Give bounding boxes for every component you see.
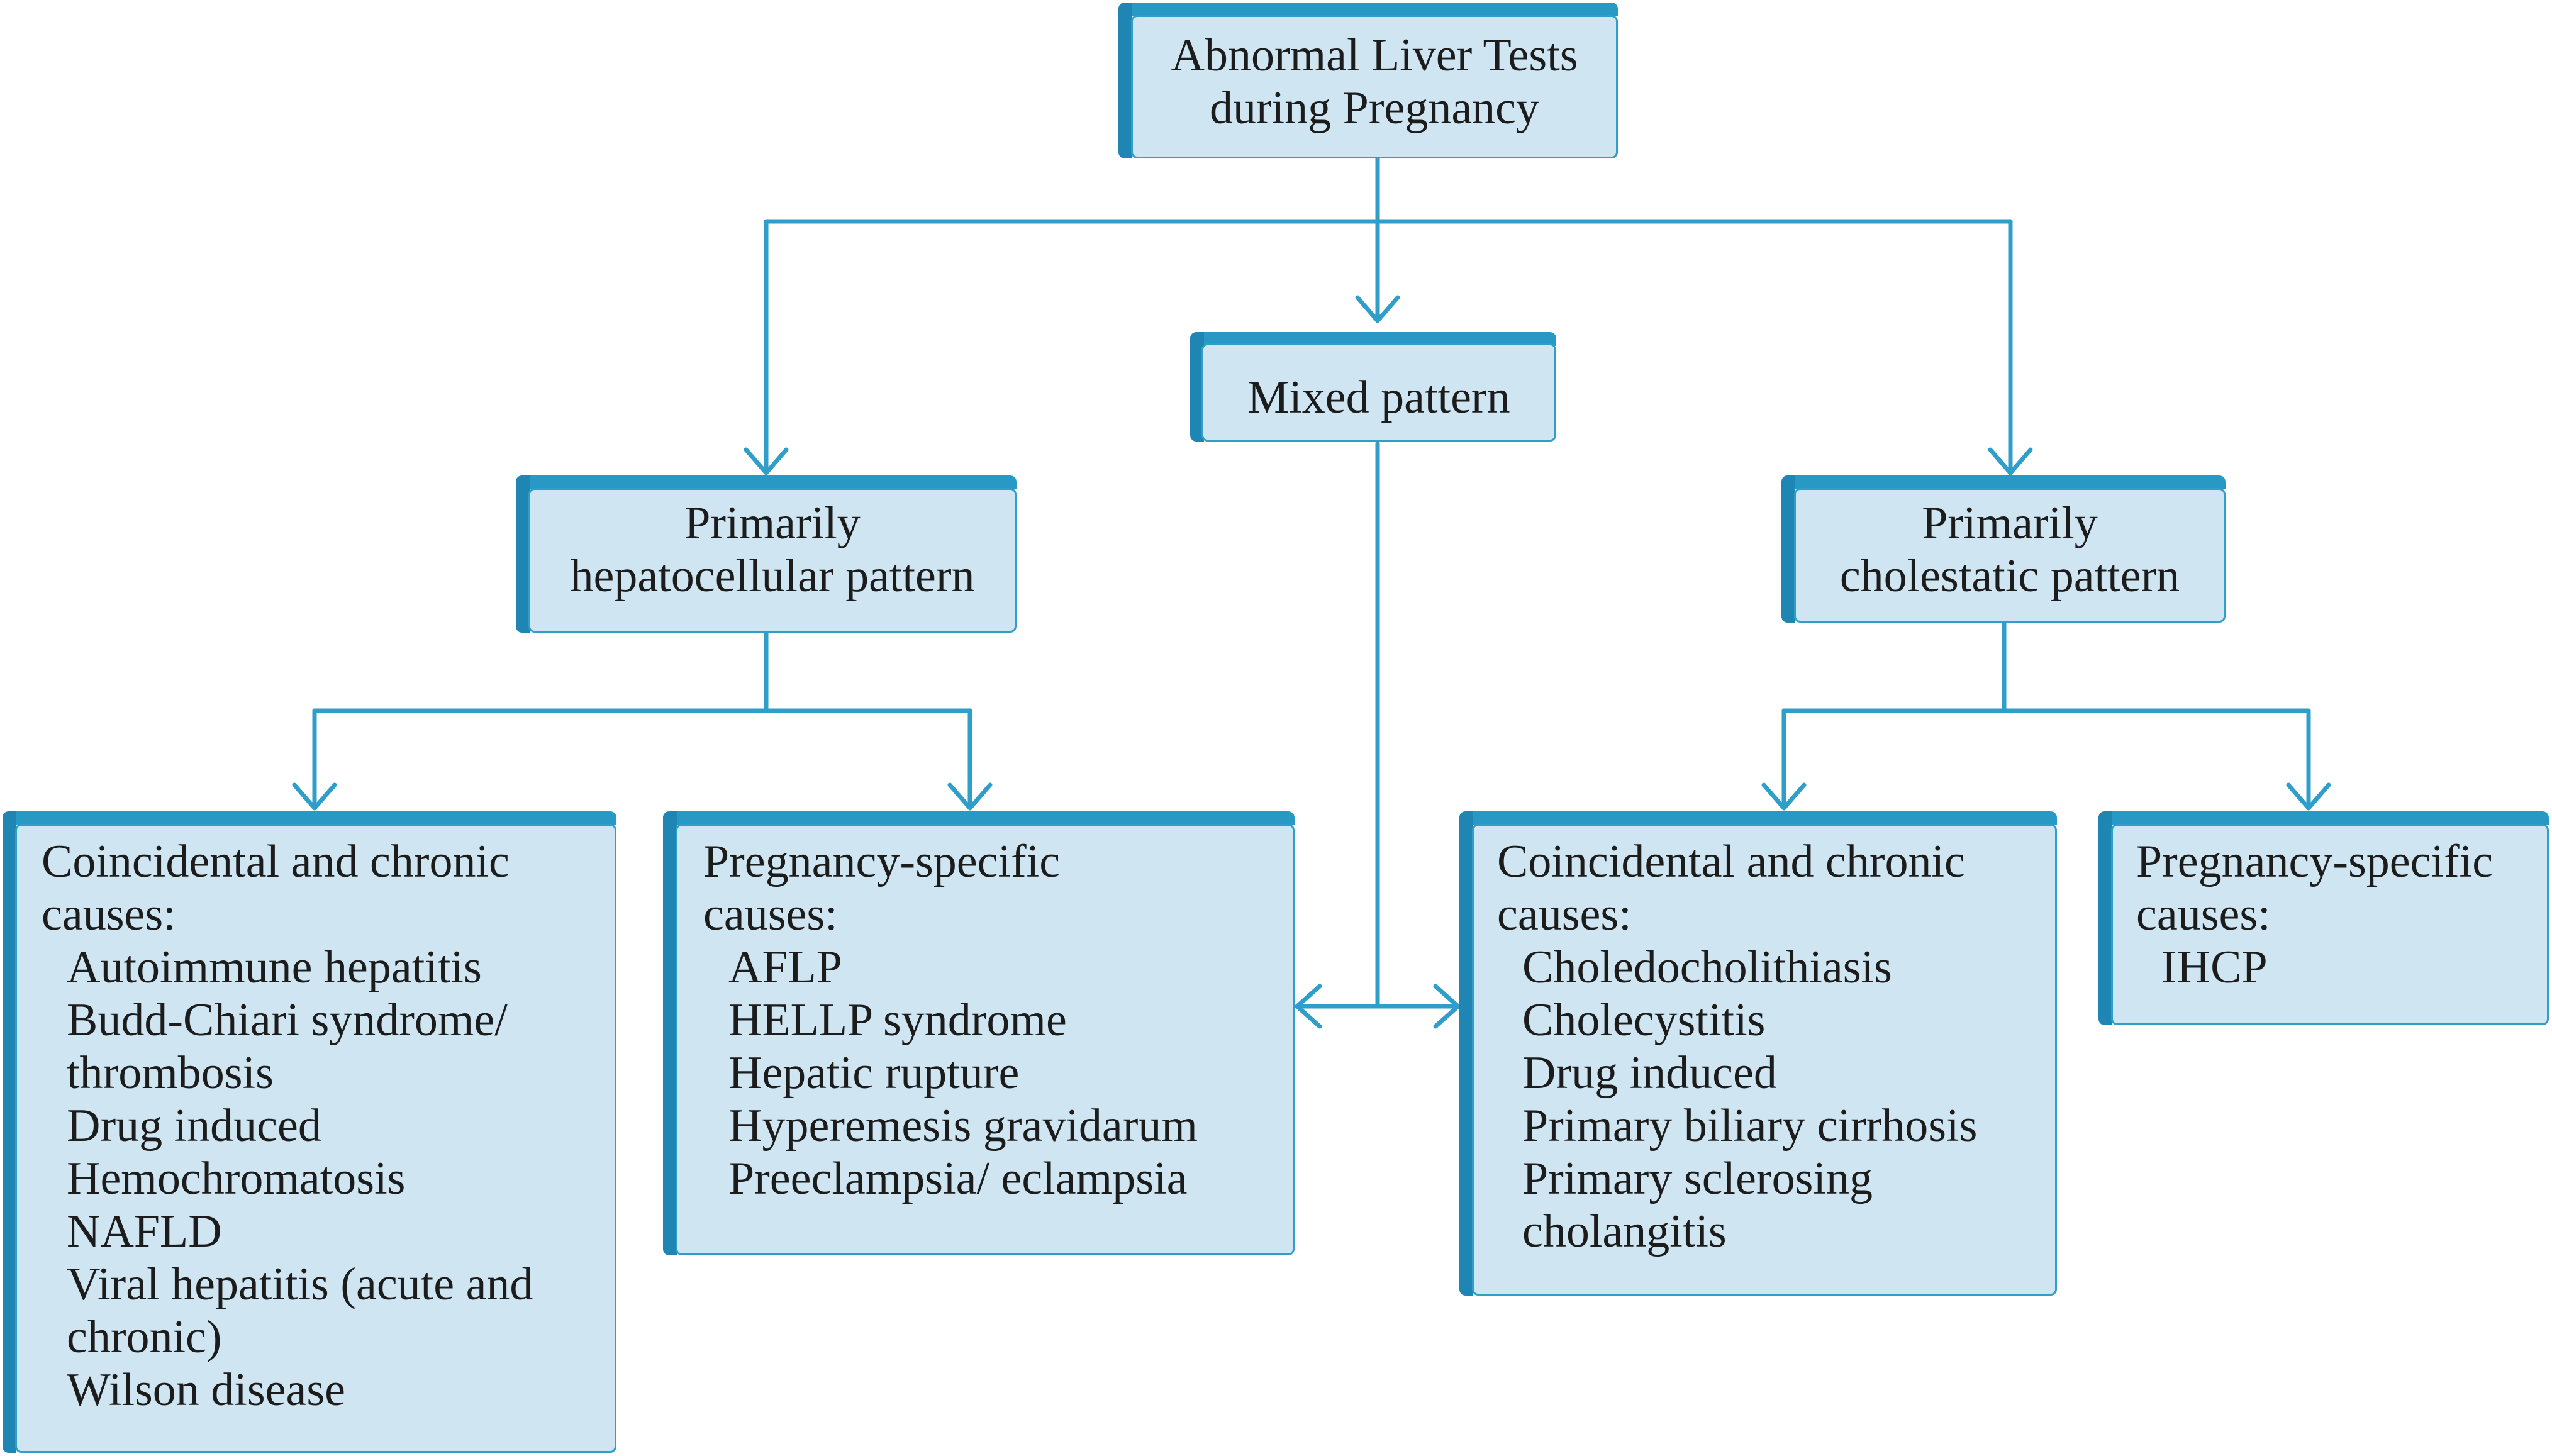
root-box: Abnormal Liver Tests during Pregnancy <box>1118 3 1618 158</box>
list-item: HELLP syndrome <box>728 994 1067 1046</box>
list-item: Wilson disease <box>67 1364 345 1416</box>
chol-chronic-causes-box: Coincidental and chronic causes: Choledo… <box>1459 811 2057 1296</box>
list-item: Hyperemesis gravidarum <box>728 1100 1198 1152</box>
list-item: chronic) <box>67 1311 222 1363</box>
cholestatic-line1: Primarily <box>1922 497 2098 549</box>
mixed-pattern-box: Mixed pattern <box>1190 332 1556 442</box>
list-item: Autoimmune hepatitis <box>67 942 482 993</box>
arrow-mixed-right <box>1433 984 1461 1029</box>
cholestatic-line2: cholestatic pattern <box>1839 550 2180 602</box>
arrow-hep-pregnancy <box>947 782 993 811</box>
chol-pregnancy-causes-box: Pregnancy-specific causes: IHCP <box>2098 811 2549 1025</box>
hep-chronic-heading2: causes: <box>42 889 176 940</box>
arrow-chol-pregnancy <box>2286 782 2331 811</box>
list-item: Viral hepatitis (acute and <box>67 1259 533 1310</box>
list-item: Choledocholithiasis <box>1522 942 1892 993</box>
cholestatic-pattern-box: Primarily cholestatic pattern <box>1781 475 2226 623</box>
root-title-line1: Abnormal Liver Tests <box>1171 30 1578 81</box>
list-item: Drug induced <box>1522 1047 1777 1099</box>
hep-pregnancy-heading1: Pregnancy-specific <box>703 836 1061 887</box>
chol-pregnancy-heading1: Pregnancy-specific <box>2136 836 2493 887</box>
list-item: Cholecystitis <box>1522 994 1766 1046</box>
arrow-cholestatic <box>1988 447 2033 475</box>
chol-chronic-heading2: causes: <box>1497 889 1632 940</box>
list-item: Primary biliary cirrhosis <box>1522 1100 1978 1152</box>
hep-chronic-causes-box: Coincidental and chronic causes: Autoimm… <box>3 811 616 1453</box>
chol-pregnancy-heading2: causes: <box>2136 889 2271 940</box>
arrow-hep-chronic <box>292 782 337 811</box>
arrow-mixed-left <box>1295 984 1322 1029</box>
root-title-line2: during Pregnancy <box>1209 82 1540 134</box>
list-item: Hemochromatosis <box>67 1153 406 1204</box>
list-item: Hepatic rupture <box>728 1047 1020 1099</box>
list-item: thrombosis <box>67 1047 274 1099</box>
list-item: IHCP <box>2161 942 2268 993</box>
hepatocellular-line1: Primarily <box>684 497 861 549</box>
hepatocellular-line2: hepatocellular pattern <box>570 550 975 602</box>
hep-pregnancy-causes-box: Pregnancy-specific causes: AFLP HELLP sy… <box>663 811 1295 1255</box>
list-item: NAFLD <box>67 1206 222 1257</box>
list-item: cholangitis <box>1522 1206 1727 1257</box>
hepatocellular-pattern-box: Primarily hepatocellular pattern <box>516 475 1017 633</box>
arrow-chol-chronic <box>1761 782 1807 811</box>
list-item: Primary sclerosing <box>1522 1153 1873 1204</box>
list-item: Drug induced <box>67 1100 321 1152</box>
mixed-pattern-label: Mixed pattern <box>1247 372 1510 423</box>
arrow-mixed <box>1355 295 1400 323</box>
list-item: Preeclampsia/ eclampsia <box>728 1153 1188 1204</box>
hep-pregnancy-heading2: causes: <box>703 889 838 940</box>
list-item: Budd-Chiari syndrome/ <box>67 994 508 1046</box>
chol-chronic-heading1: Coincidental and chronic <box>1497 836 1965 887</box>
arrow-hepatocellular <box>744 447 789 475</box>
list-item: AFLP <box>728 942 842 993</box>
hep-chronic-heading1: Coincidental and chronic <box>42 836 510 887</box>
